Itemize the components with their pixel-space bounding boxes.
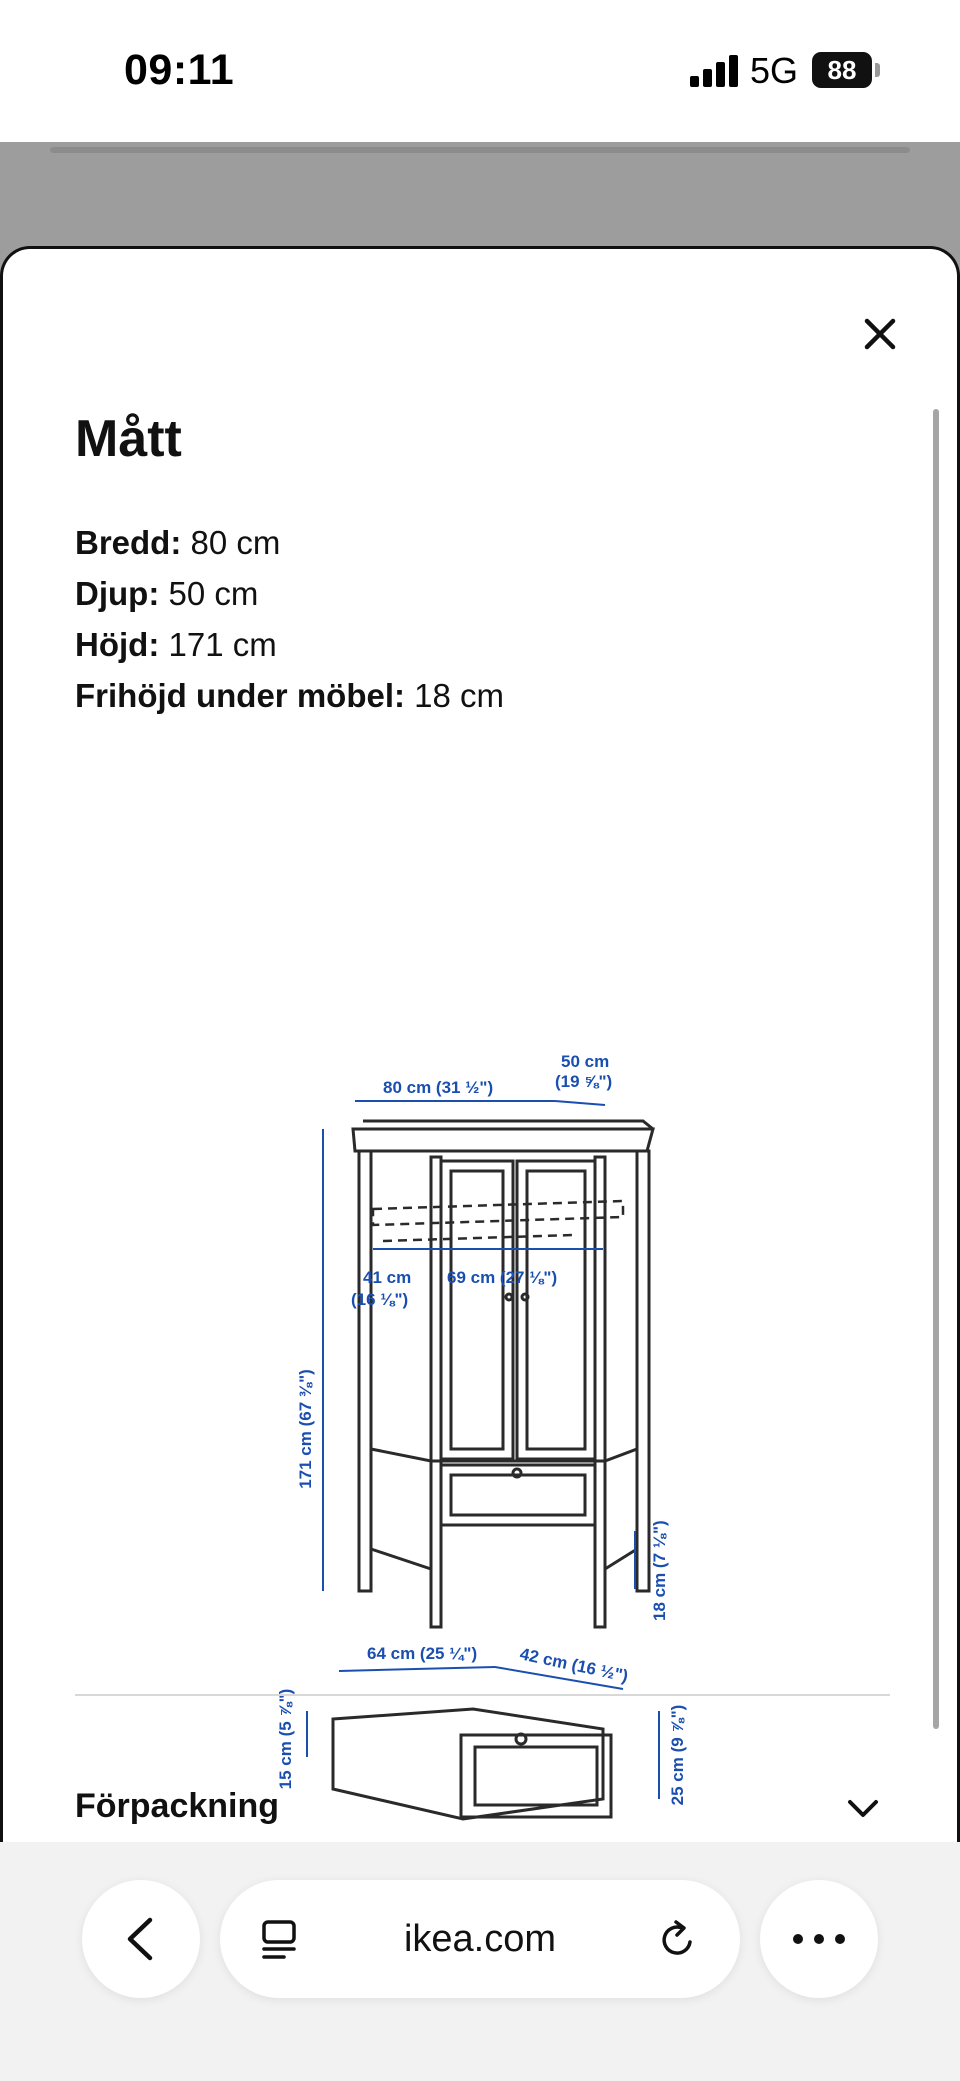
- spec-value: 80 cm: [190, 524, 281, 561]
- label-drawer-width: 64 cm (25 ¼"): [367, 1644, 477, 1663]
- reader-mode-icon[interactable]: [258, 1918, 300, 1960]
- label-width: 80 cm (31 ½"): [383, 1078, 493, 1097]
- reload-icon[interactable]: [656, 1918, 700, 1962]
- status-bar: 09:11 5G 88: [0, 0, 960, 142]
- network-type: 5G: [750, 50, 799, 91]
- backdrop-divider: [50, 147, 910, 153]
- label-depth-top: 50 cm: [561, 1052, 609, 1071]
- label-clearance: 18 cm (7 ⅛"): [650, 1520, 669, 1621]
- address-bar[interactable]: ikea.com: [220, 1880, 740, 1998]
- wardrobe-drawing: [351, 1119, 655, 1629]
- spec-height: Höjd: 171 cm: [75, 619, 504, 670]
- close-icon[interactable]: [855, 309, 905, 359]
- dimension-specs: Bredd: 80 cm Djup: 50 cm Höjd: 171 cm Fr…: [75, 517, 504, 721]
- address-text: ikea.com: [403, 1918, 557, 1960]
- battery-tip: [875, 63, 880, 77]
- spec-value: 18 cm: [414, 677, 505, 714]
- back-button[interactable]: [82, 1880, 200, 1998]
- more-options-button[interactable]: [760, 1880, 878, 1998]
- spec-value: 50 cm: [168, 575, 259, 612]
- spec-clearance: Frihöjd under möbel: 18 cm: [75, 670, 504, 721]
- scrollbar[interactable]: [933, 409, 939, 1729]
- spec-label: Djup:: [75, 575, 160, 612]
- spec-value: 171 cm: [168, 626, 277, 663]
- spec-label: Bredd:: [75, 524, 182, 561]
- battery-icon: 88: [812, 52, 872, 88]
- packaging-accordion[interactable]: Förpackning: [75, 1779, 890, 1839]
- label-drawer-height: 25 cm (9 ⅞"): [668, 1705, 687, 1806]
- label-height: 171 cm (67 ⅜"): [296, 1369, 315, 1489]
- accordion-label: Förpackning: [75, 1787, 280, 1825]
- dimension-diagram: 80 cm (31 ½") 50 cm (19 ⅝") 171 cm (67 ⅜…: [276, 1052, 687, 1821]
- drawer-drawing: [331, 1707, 613, 1821]
- label-drawer-inner-height: 15 cm (5 ⅞"): [276, 1689, 295, 1790]
- label-inner-width: 69 cm (27 ⅛"): [447, 1268, 557, 1287]
- chevron-left-icon: [127, 1917, 153, 1961]
- status-time: 09:11: [124, 46, 235, 94]
- ellipsis-icon: [793, 1934, 845, 1944]
- hanging-rail: [371, 1199, 625, 1243]
- spec-label: Höjd:: [75, 626, 160, 663]
- spec-depth: Djup: 50 cm: [75, 568, 504, 619]
- dimension-lines: [306, 1100, 660, 1799]
- chevron-down-icon: [848, 1800, 878, 1817]
- browser-toolbar: ikea.com: [0, 1842, 960, 2081]
- label-depth-bottom: (19 ⅝"): [555, 1072, 612, 1091]
- spec-label: Frihöjd under möbel:: [75, 677, 405, 714]
- sheet-title: Mått: [75, 410, 182, 468]
- label-inner-depth-bottom: (16 ⅛"): [351, 1290, 408, 1309]
- spec-width: Bredd: 80 cm: [75, 517, 504, 568]
- cellular-signal-icon: [690, 55, 738, 87]
- dimensions-sheet: Mått Bredd: 80 cm Djup: 50 cm Höjd: 171 …: [0, 246, 960, 2081]
- label-inner-depth-top: 41 cm: [363, 1268, 411, 1287]
- section-divider: [75, 1694, 890, 1696]
